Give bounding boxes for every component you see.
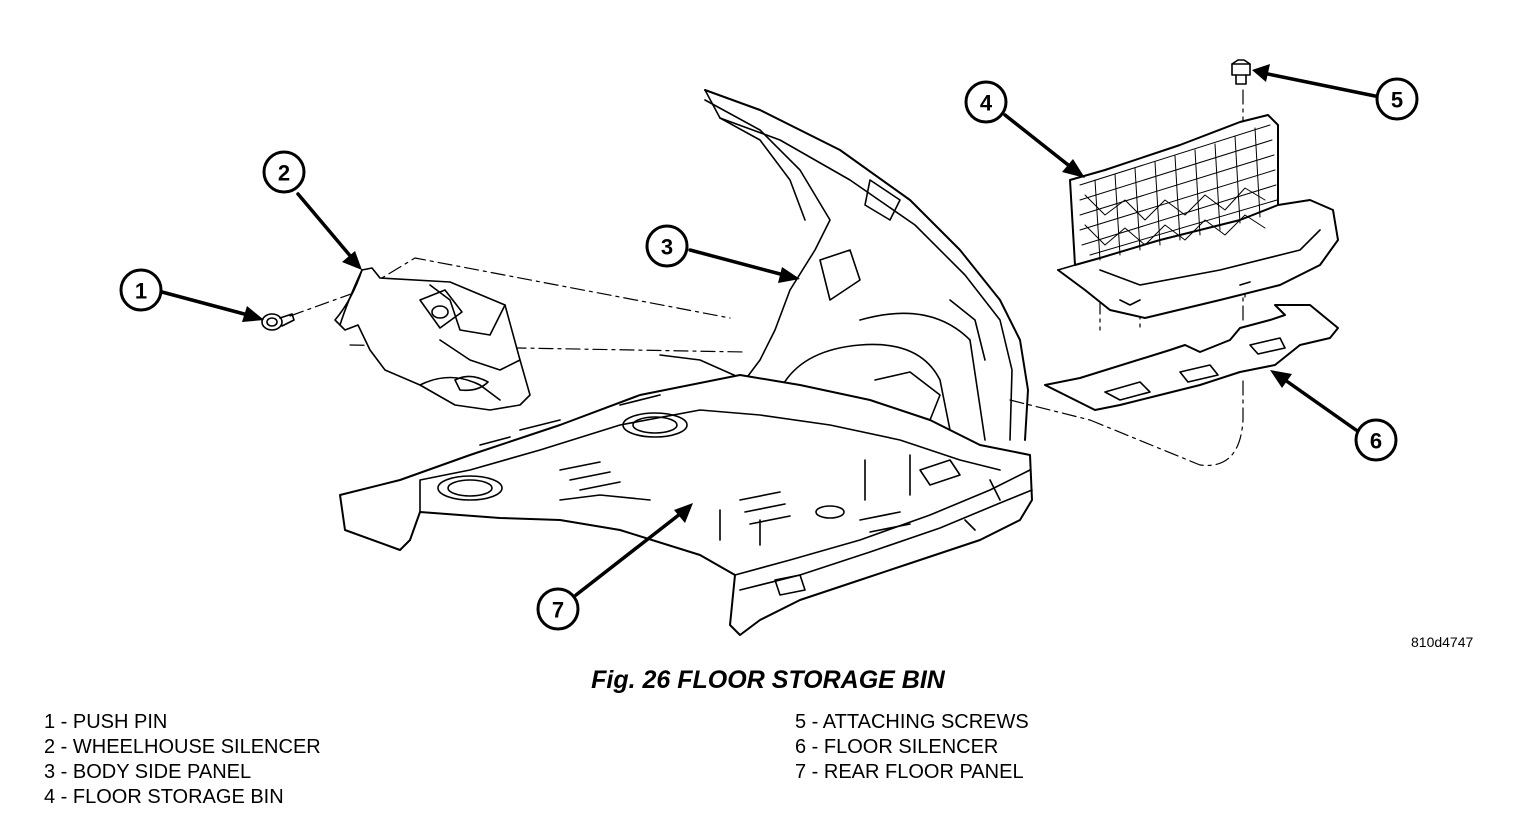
callout-circle-2 — [262, 150, 306, 194]
wheelhouse-silencer — [334, 267, 531, 411]
callout-circle-6 — [1354, 418, 1398, 462]
attaching-screw — [1231, 59, 1251, 85]
figure-id: 810d4747 — [1411, 634, 1474, 650]
legend-item: 1 - PUSH PIN — [44, 711, 168, 733]
callout-number-1: 1 — [135, 279, 147, 304]
callout-numbers: 1 2 3 4 5 6 7 — [135, 88, 1403, 623]
exploded-view-diagram: 1 2 3 4 5 6 7 — [119, 59, 1419, 636]
callout-number-4: 4 — [980, 91, 993, 116]
legend-item: 2 - WHEELHOUSE SILENCER — [44, 736, 321, 758]
legend-right: 5 - ATTACHING SCREWS 6 - FLOOR SILENCER … — [795, 710, 1029, 785]
body-side-panel — [659, 89, 1029, 441]
legend-item: 5 - ATTACHING SCREWS — [795, 711, 1029, 733]
floor-silencer — [1044, 304, 1339, 411]
leader-arrows — [160, 72, 1377, 597]
floor-storage-bin — [1057, 114, 1339, 319]
callout-circles — [119, 77, 1419, 631]
callout-circle-1 — [119, 268, 163, 312]
callout-number-6: 6 — [1370, 429, 1382, 454]
callout-circle-5 — [1375, 77, 1419, 121]
arrow-heads — [242, 64, 1292, 523]
rear-floor-panel — [339, 374, 1033, 636]
callout-circle-7 — [536, 587, 580, 631]
callout-circle-3 — [645, 224, 689, 268]
push-pin — [261, 313, 295, 331]
callout-number-3: 3 — [661, 235, 673, 260]
legend-item: 3 - BODY SIDE PANEL — [44, 761, 252, 783]
callout-number-5: 5 — [1391, 88, 1403, 113]
callout-circle-4 — [964, 80, 1008, 124]
callout-number-2: 2 — [278, 161, 290, 186]
legend-item: 6 - FLOOR SILENCER — [795, 736, 999, 758]
legend-item: 4 - FLOOR STORAGE BIN — [44, 786, 284, 808]
legend-item: 7 - REAR FLOOR PANEL — [795, 761, 1024, 783]
legend-left: 1 - PUSH PIN 2 - WHEELHOUSE SILENCER 3 -… — [44, 710, 321, 810]
callout-number-7: 7 — [552, 598, 564, 623]
figure-caption: Fig. 26 FLOOR STORAGE BIN — [591, 666, 945, 694]
